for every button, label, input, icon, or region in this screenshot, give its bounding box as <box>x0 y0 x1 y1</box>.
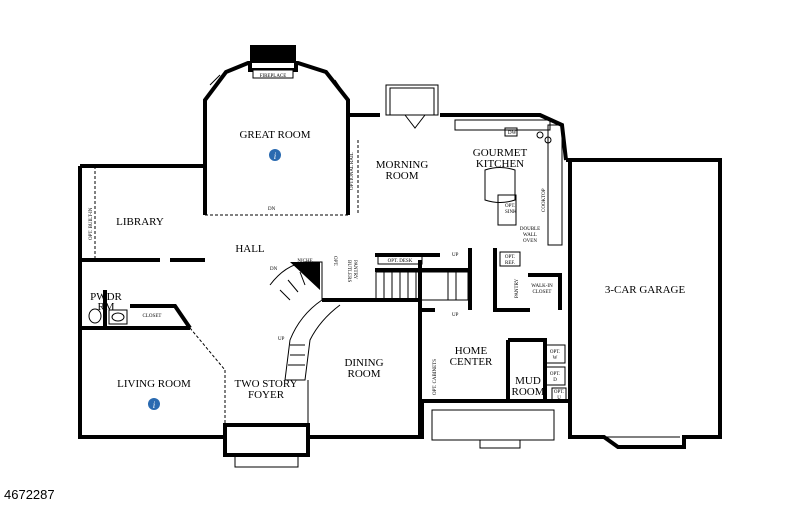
exterior-walls <box>78 61 722 449</box>
laundry: OPT. W OPT. D OPT. U <box>544 344 567 401</box>
foyer-label-1: TWO STORY <box>234 378 297 390</box>
front-porch <box>223 409 555 468</box>
mud-room-label-1: MUD <box>515 375 541 387</box>
kitchen-island <box>484 167 516 203</box>
listing-id: 4672287 <box>4 487 55 502</box>
front-wall <box>308 399 570 439</box>
closet-wall <box>130 304 192 330</box>
dn-label-great-room: DN <box>268 207 276 212</box>
garage-wall <box>566 158 722 449</box>
info-icon-great-room[interactable]: i <box>269 149 281 161</box>
opt-ref: OPT. REF. <box>499 251 521 267</box>
mud-room-label-2: ROOM <box>511 386 544 398</box>
morning-room-label-1: MORNING <box>376 159 429 171</box>
opt-desk-label: OPT. DESK <box>388 259 413 264</box>
info-icon-glyph: i <box>153 400 156 410</box>
walk-in-closet-label-1: WALK-IN <box>531 284 553 289</box>
opt-desk-box <box>377 255 423 265</box>
double-wall-oven-label-1: DOUBLE <box>520 227 540 232</box>
fireplace-label: FIREPLACE <box>260 74 287 79</box>
opt-sink-pantry-label: OPT. <box>332 256 337 266</box>
pantry-label: PANTRY <box>515 278 520 298</box>
up-label-stairs: UP <box>278 337 285 342</box>
foyer-label-2: FOYER <box>248 389 285 401</box>
closet-wall-right <box>528 273 562 310</box>
home-center-label-1: HOME <box>455 345 488 357</box>
cooktop-label: COOKTOP <box>542 188 547 212</box>
opt-built-in-label: OPT. BUILT-IN <box>89 207 94 240</box>
garage-doors <box>605 165 721 438</box>
closet-label: CLOSET <box>143 314 162 319</box>
garage-label: 3-CAR GARAGE <box>605 284 686 296</box>
svg-text:REF.: REF. <box>505 261 515 266</box>
great-room-dashes <box>94 120 359 260</box>
svg-text:U: U <box>557 396 561 401</box>
opt-sink-label-2: SINK <box>505 210 517 215</box>
walk-in-closet-label-2: CLOSET <box>533 290 552 295</box>
svg-text:OPT.: OPT. <box>550 350 560 355</box>
dn-label-stairs: DN <box>270 267 278 272</box>
info-icon-glyph: i <box>274 151 277 161</box>
powder-room-fixtures <box>88 308 128 325</box>
svg-text:W: W <box>553 356 558 361</box>
info-icon-living-room[interactable]: i <box>148 398 160 410</box>
svg-text:OPT.: OPT. <box>554 390 564 395</box>
room-labels: GREAT ROOM MORNING ROOM GOURMET KITCHEN … <box>90 129 685 401</box>
dining-label-1: DINING <box>344 357 383 369</box>
kitchen-wall-top <box>440 113 568 161</box>
great-room-label: GREAT ROOM <box>239 129 310 141</box>
library-label: LIBRARY <box>116 216 164 228</box>
double-wall-oven-label-3: OVEN <box>523 239 537 244</box>
opt-sink-label-1: OPT. <box>505 204 515 209</box>
morning-room-label-2: ROOM <box>385 170 418 182</box>
home-center-label-2: CENTER <box>450 356 493 368</box>
butlers-pantry-label-1: BUTLERS <box>346 260 351 282</box>
great-room-windows <box>209 74 344 93</box>
living-room-label: LIVING ROOM <box>117 378 191 390</box>
up-label-back-2: UP <box>452 313 459 318</box>
double-wall-oven-label-2: WALL <box>523 233 537 238</box>
svg-text:D: D <box>553 378 557 383</box>
kitchen-label-1: GOURMET <box>473 147 528 159</box>
main-stairs <box>269 261 341 381</box>
kitchen-label-2: KITCHEN <box>476 158 524 170</box>
pantry-wall <box>493 248 530 312</box>
niche-label: NICHE <box>297 259 312 264</box>
fireplace: FIREPLACE <box>250 45 296 79</box>
pwdr-label-1: PWDR <box>90 291 122 303</box>
svg-text:OPT.: OPT. <box>505 255 515 260</box>
foyer-walls <box>189 327 309 425</box>
back-stairs <box>375 271 469 301</box>
butlers-pantry-label-2: PANTRY <box>352 260 357 280</box>
kitchen-fixtures <box>454 119 563 246</box>
dw-label: DW <box>508 131 517 136</box>
dining-label-2: ROOM <box>347 368 380 380</box>
up-label-back: UP <box>452 253 459 258</box>
svg-text:OPT.: OPT. <box>550 372 560 377</box>
pwdr-label-2: RM <box>97 301 114 313</box>
hall-label: HALL <box>235 243 265 255</box>
optional-rail-label: OPTIONAL RAIL <box>350 152 355 190</box>
opt-cabinets-label: OPT. CABINETS <box>433 359 438 395</box>
rear-door <box>385 84 439 129</box>
left-outer-wall <box>78 166 225 439</box>
